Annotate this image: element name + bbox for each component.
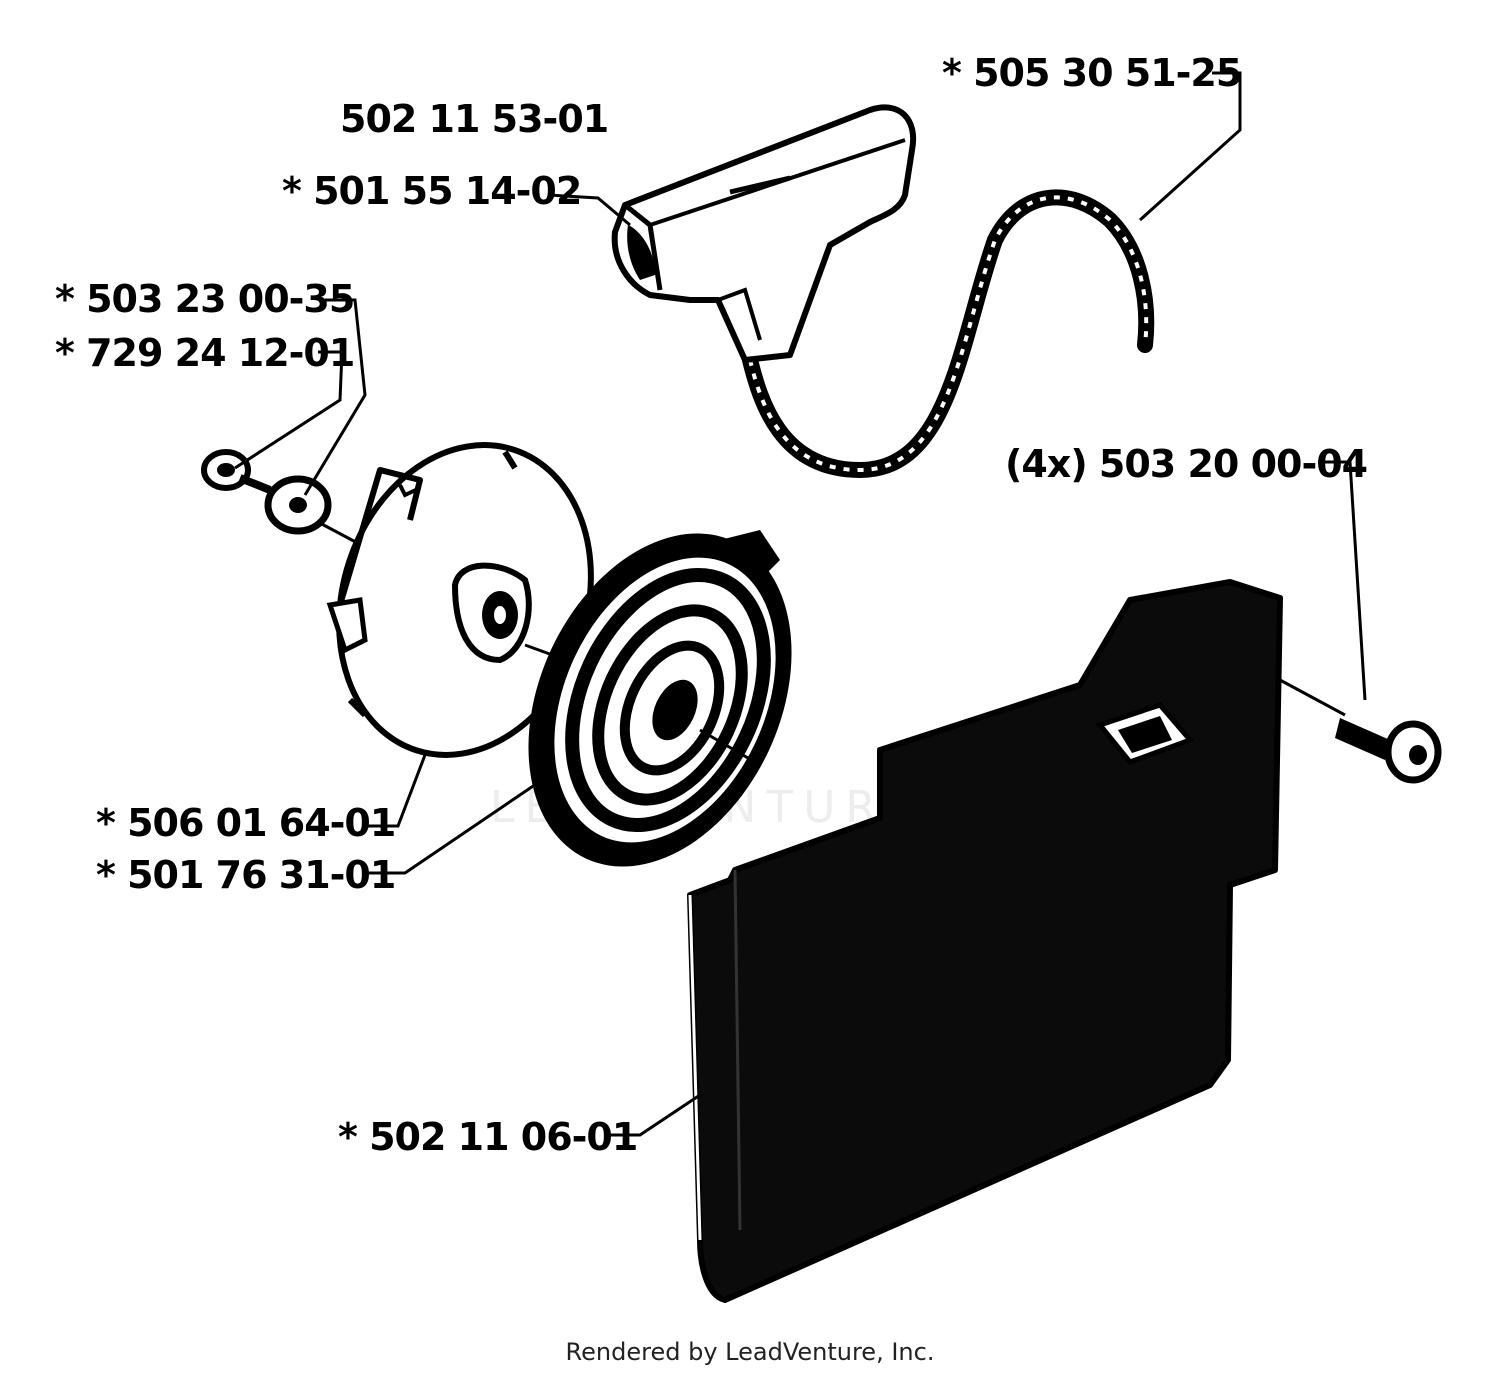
part-label-handle-insert: 502 11 53-01 (340, 97, 608, 141)
center-screw (201, 449, 272, 494)
part-label-rope: * 505 30 51-25 (942, 51, 1241, 95)
rope-pulley (326, 442, 594, 758)
part-label-starter-housing: * 502 11 06-01 (338, 1115, 637, 1159)
part-label-washer: * 729 24 12-01 (55, 331, 354, 375)
footer-credit: Rendered by LeadVenture, Inc. (566, 1338, 935, 1366)
part-label-cover-screw: (4x) 503 20 00-04 (1005, 442, 1367, 486)
part-label-pulley: * 506 01 64-01 (96, 801, 395, 845)
starter-rope (742, 189, 1155, 479)
part-label-screw: * 503 23 00-35 (55, 277, 354, 321)
part-labels: 502 11 53-01 * 501 55 14-02 * 505 30 51-… (55, 51, 1368, 1159)
part-label-handle: * 501 55 14-02 (282, 169, 581, 213)
starter-handle (611, 104, 917, 363)
part-label-spring: * 501 76 31-01 (96, 853, 395, 897)
leader-lines (234, 71, 1367, 1137)
starter-housing (687, 579, 1346, 1303)
recoil-spring (528, 530, 792, 867)
washer (264, 475, 332, 535)
cover-screw (1335, 718, 1442, 784)
